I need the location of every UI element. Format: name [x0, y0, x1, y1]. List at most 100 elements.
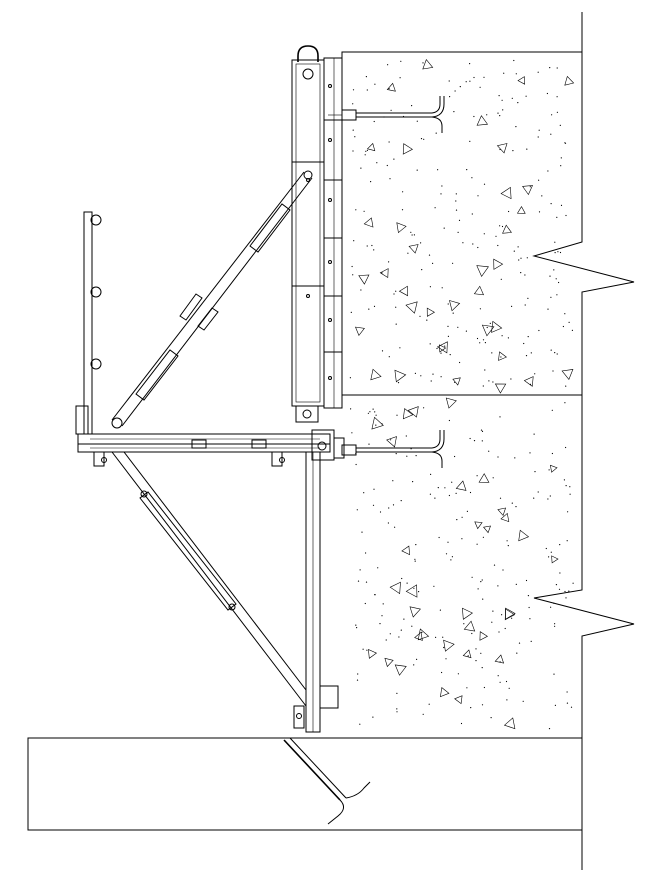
wall-upper-pour-outline — [341, 51, 635, 396]
aggregate-dot — [356, 679, 359, 681]
aggregate-triangle — [358, 274, 370, 285]
aggregate-dot — [406, 582, 408, 584]
aggregate-dot — [546, 92, 549, 95]
aggregate-dot — [451, 556, 453, 558]
aggregate-dot — [516, 652, 518, 654]
aggregate-dot — [527, 297, 529, 299]
climbing-bracket — [111, 451, 339, 733]
aggregate-dot — [429, 286, 431, 288]
aggregate-dot — [366, 245, 368, 247]
aggregate-triangle — [355, 326, 365, 336]
aggregate-dot — [550, 203, 552, 205]
aggregate-dot — [410, 231, 412, 233]
concrete-wall — [341, 12, 635, 870]
aggregate-dot — [525, 579, 528, 582]
aggregate-dot — [460, 722, 463, 725]
aggregate-dot — [440, 352, 442, 354]
aggregate-dot — [549, 67, 551, 69]
aggregate-triangle — [439, 344, 447, 353]
aggregate-dot — [354, 136, 356, 138]
aggregate-dot — [553, 673, 555, 675]
concrete-aggregate-hatch — [349, 59, 575, 730]
aggregate-dot — [469, 437, 471, 440]
aggregate-dot — [454, 381, 456, 383]
aggregate-dot — [448, 80, 450, 82]
aggregate-triangle — [498, 351, 507, 361]
aggregate-dot — [505, 680, 508, 683]
aggregate-dot — [444, 345, 446, 347]
aggregate-dot — [520, 257, 522, 259]
aggregate-dot — [389, 178, 391, 180]
aggregate-dot — [556, 96, 558, 98]
aggregate-dot — [498, 631, 500, 633]
aggregate-dot — [517, 246, 519, 248]
aggregate-dot — [473, 440, 476, 442]
aggregate-dot — [360, 167, 362, 169]
aggregate-dot — [479, 342, 481, 344]
aggregate-dot — [359, 723, 361, 725]
aggregate-dot — [564, 142, 566, 144]
aggregate-dot — [554, 625, 556, 627]
aggregate-dot — [481, 704, 484, 706]
aggregate-dot — [463, 623, 465, 625]
aggregate-dot — [388, 88, 390, 90]
aggregate-triangle — [389, 581, 401, 595]
aggregate-dot — [451, 481, 453, 483]
aggregate-dot — [501, 99, 503, 101]
aggregate-triangle — [505, 607, 516, 620]
aggregate-dot — [556, 67, 558, 69]
aggregate-dot — [560, 157, 562, 159]
aggregate-dot — [476, 337, 479, 340]
aggregate-triangle — [497, 507, 507, 516]
aggregate-dot — [413, 664, 415, 666]
aggregate-dot — [455, 200, 457, 202]
aggregate-dot — [434, 497, 436, 499]
aggregate-triangle — [462, 607, 473, 620]
aggregate-dot — [497, 585, 499, 587]
aggregate-dot — [420, 242, 422, 244]
aggregate-dot — [381, 350, 384, 352]
aggregate-dot — [506, 699, 508, 701]
lifting-eye-pin — [302, 68, 314, 80]
aggregate-dot — [349, 377, 351, 379]
aggregate-dot — [563, 479, 566, 481]
aggregate-dot — [547, 498, 549, 500]
aggregate-dot — [538, 129, 540, 131]
aggregate-dot — [499, 661, 501, 663]
aggregate-dot — [559, 544, 561, 546]
aggregate-triangle — [405, 584, 418, 598]
aggregate-dot — [549, 275, 551, 277]
aggregate-dot — [365, 552, 367, 554]
aggregate-dot — [571, 329, 574, 331]
aggregate-dot — [515, 126, 517, 128]
aggregate-triangle — [384, 657, 394, 668]
aggregate-dot — [471, 632, 473, 635]
aggregate-dot — [538, 179, 540, 181]
aggregate-dot — [504, 627, 506, 630]
aggregate-dot — [357, 673, 359, 675]
aggregate-triangle — [452, 377, 461, 386]
aggregate-dot — [438, 536, 440, 539]
aggregate-dot — [556, 111, 559, 113]
aggregate-dot — [483, 76, 485, 78]
aggregate-dot — [444, 487, 446, 489]
aggregate-dot — [388, 507, 390, 509]
aggregate-dot — [522, 700, 524, 702]
aggregate-dot — [449, 96, 451, 98]
aggregate-dot — [395, 323, 397, 325]
aggregate-dot — [517, 102, 519, 104]
aggregate-dot — [492, 477, 494, 479]
aggregate-triangle — [493, 258, 504, 270]
aggregate-dot — [513, 59, 515, 62]
aggregate-dot — [491, 352, 493, 354]
aggregate-dot — [471, 576, 473, 578]
aggregate-dot — [508, 210, 510, 213]
aggregate-dot — [423, 138, 425, 140]
aggregate-dot — [555, 584, 558, 586]
aggregate-dot — [416, 658, 418, 661]
aggregate-dot — [355, 624, 357, 626]
aggregate-dot — [550, 551, 552, 553]
aggregate-triangle — [481, 324, 495, 337]
aggregate-dot — [499, 681, 501, 683]
aggregate-dot — [434, 207, 436, 209]
